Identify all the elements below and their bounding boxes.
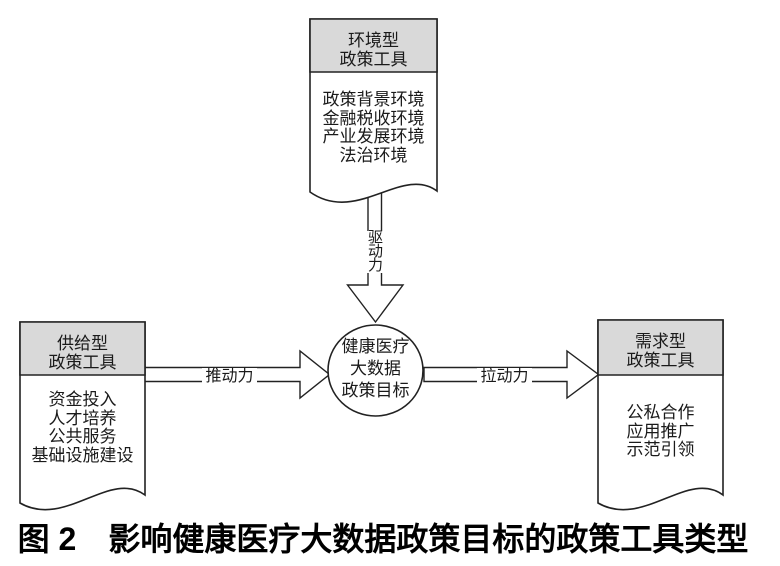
demand-box-items: 公私合作 应用推广 示范引领	[598, 403, 723, 460]
environment-title-line2: 政策工具	[339, 50, 408, 69]
supply-box-items: 资金投入 人才培养 公共服务 基础设施建设	[20, 390, 145, 465]
pull-arrow-label: 拉动力	[477, 368, 532, 385]
environment-title-line1: 环境型	[348, 31, 399, 50]
figure-caption: 图 2 影响健康医疗大数据政策目标的政策工具类型	[17, 521, 749, 557]
push-arrow-label: 推动力	[202, 368, 257, 385]
demand-title-line2: 政策工具	[626, 351, 695, 370]
list-item: 应用推广	[626, 421, 695, 441]
list-item: 法治环境	[339, 145, 408, 165]
demand-box-shape	[597, 319, 724, 511]
environment-box-title: 环境型 政策工具	[310, 31, 437, 69]
list-item: 金融税收环境	[322, 108, 425, 128]
list-item: 公私合作	[626, 403, 695, 422]
environment-box-items: 政策背景环境 金融税收环境 产业发展环境 法治环境	[310, 90, 437, 165]
list-item: 公共服务	[48, 427, 117, 446]
list-item: 人才培养	[48, 408, 117, 428]
supply-title-line2: 政策工具	[48, 353, 117, 372]
goal-line2: 大数据	[350, 359, 401, 378]
goal-line3: 政策目标	[341, 381, 410, 400]
goal-circle-shape	[327, 324, 424, 417]
demand-box-title: 需求型 政策工具	[598, 332, 723, 370]
supply-title-line1: 供给型	[57, 334, 108, 353]
environment-box-header-band	[309, 18, 438, 73]
demand-title-line1: 需求型	[635, 332, 686, 351]
supply-box-header-band	[19, 321, 146, 376]
list-item: 示范引领	[626, 440, 695, 459]
demand-box-header-band	[597, 319, 724, 376]
goal-line1: 健康医疗	[341, 337, 410, 356]
list-item: 产业发展环境	[322, 127, 425, 146]
supply-box-title: 供给型 政策工具	[20, 334, 145, 372]
goal-circle-label: 健康医疗 大数据 政策目标	[328, 336, 423, 402]
list-item: 基础设施建设	[31, 445, 134, 465]
list-item: 政策背景环境	[322, 90, 425, 109]
supply-box-shape	[19, 321, 146, 511]
environment-box-shape	[309, 18, 438, 203]
list-item: 资金投入	[48, 390, 117, 409]
drive-arrow-label: 驱动力	[366, 230, 385, 274]
